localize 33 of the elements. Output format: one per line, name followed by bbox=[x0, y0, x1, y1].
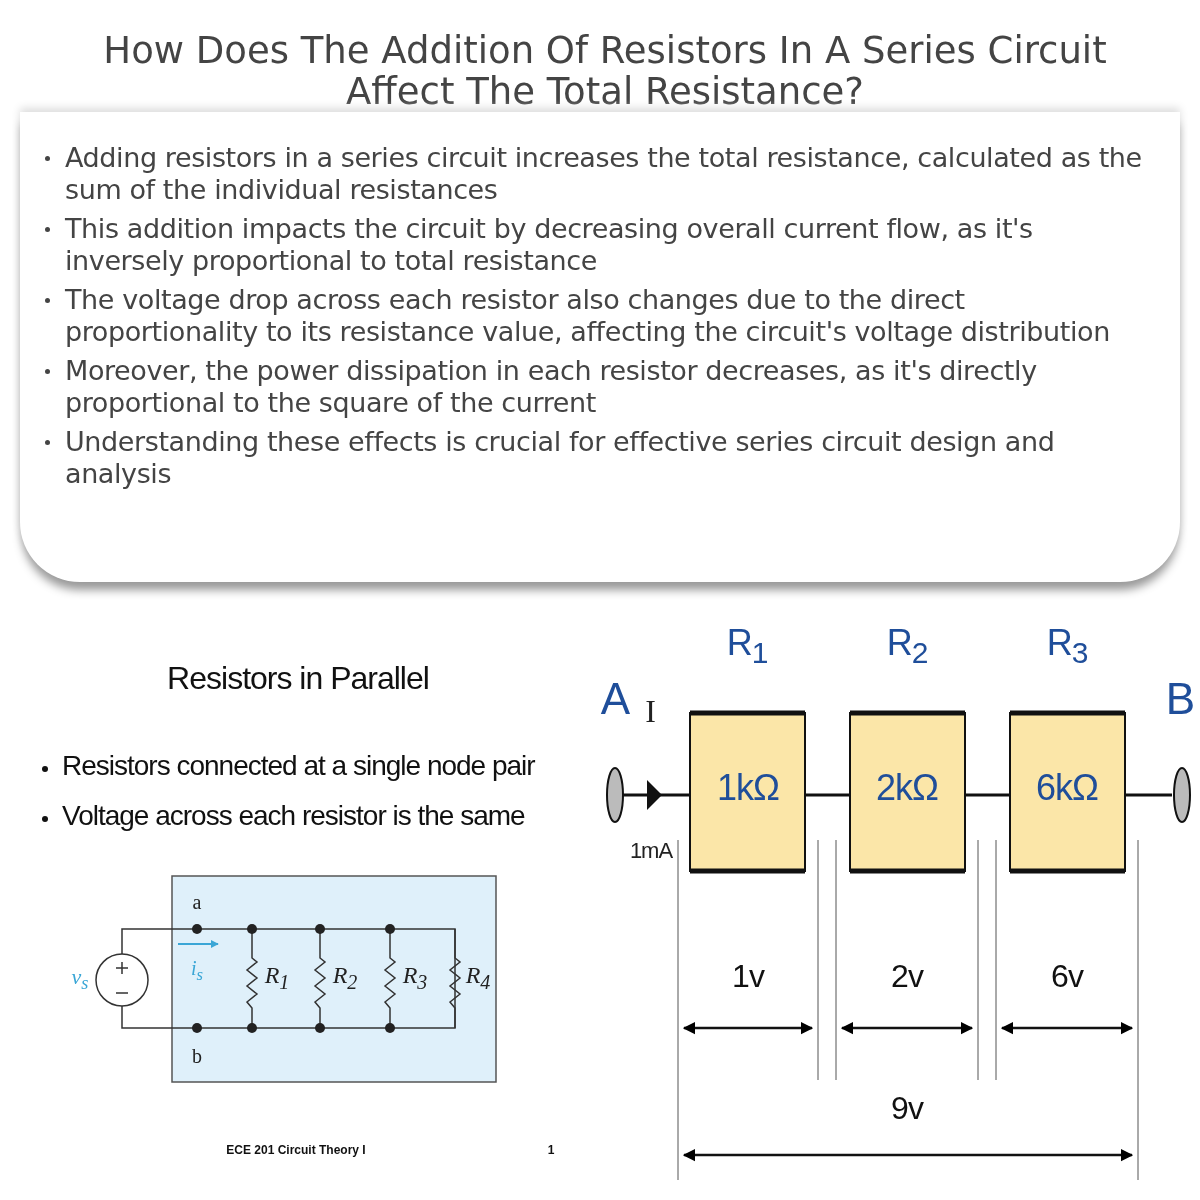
resistance-value: 2kΩ bbox=[876, 770, 938, 806]
voltage-value: 9v bbox=[891, 1092, 923, 1124]
node-label: b bbox=[192, 1046, 202, 1066]
bullet-text: Adding resistors in a series circuit increases the total resistance, calculated as the sum of the individual resistances bbox=[65, 142, 1142, 205]
voltage-value: 1v bbox=[732, 960, 764, 992]
footer-text: ECE 201 Circuit Theory I bbox=[226, 1144, 366, 1156]
resistor-label: R$_{1}$ bbox=[726, 625, 768, 669]
resistor-label: R$_{3}$ bbox=[402, 963, 428, 992]
resistor-label: R$_{2}$ bbox=[886, 625, 928, 669]
bullet-text: Resistors connected at a single node pair bbox=[62, 752, 535, 780]
node-label: a bbox=[192, 892, 202, 912]
resistance-value: 6kΩ bbox=[1036, 770, 1098, 806]
page-number: 1 bbox=[547, 1144, 555, 1156]
current-value: 1mA bbox=[629, 840, 673, 862]
voltage-label: v$_{s}$ bbox=[71, 966, 89, 993]
terminal-label: A bbox=[600, 677, 630, 721]
slide-title: Resistors in Parallel bbox=[167, 662, 429, 694]
bullet-text: Moreover, the power dissipation in each resistor decreases, as it's directly proportional to the square of the current bbox=[65, 355, 1037, 418]
voltage-value: 2v bbox=[891, 960, 923, 992]
bullet-text: This addition impacts the circuit by decreasing overall current flow, as it's inversely proportional to total resistance bbox=[65, 213, 1033, 276]
resistor-label: R$_{1}$ bbox=[264, 963, 290, 992]
voltage-value: 6v bbox=[1051, 960, 1083, 992]
resistor-label: R$_{3}$ bbox=[1046, 625, 1088, 669]
resistor-label: R$_{4}$ bbox=[465, 963, 491, 992]
bullet-text: Understanding these effects is crucial for effective series circuit design and analysis bbox=[65, 426, 1055, 489]
bullet-text: Voltage across each resistor is the same bbox=[62, 802, 525, 830]
resistance-value: 1kΩ bbox=[717, 770, 779, 806]
bullet-text: The voltage drop across each resistor also changes due to the direct proportionality to its resistance value, affecting the circuit's voltage distribution bbox=[65, 284, 1110, 347]
current-label: i$_{s}$ bbox=[191, 958, 203, 984]
page-title: How Does The Addition Of Resistors In A Series Circuit Affect The Total Resistance? bbox=[102, 30, 1108, 112]
terminal-label: B bbox=[1165, 677, 1195, 721]
current-label: I bbox=[645, 695, 655, 727]
resistor-label: R$_{2}$ bbox=[332, 963, 358, 992]
